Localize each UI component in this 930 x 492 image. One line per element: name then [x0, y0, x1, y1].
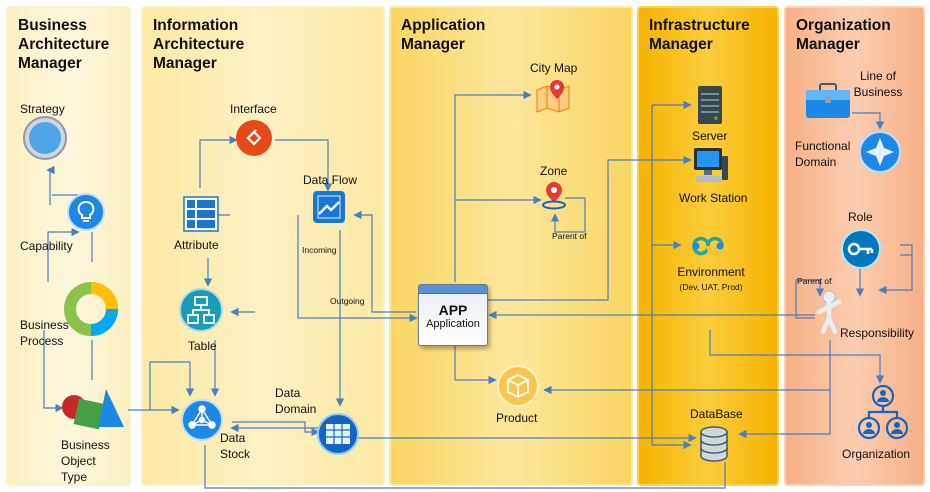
database-label: DataBase: [690, 407, 743, 421]
responsibility-figure-icon: [816, 290, 842, 334]
edge-process-bot: [43, 330, 64, 413]
edge-interface-dataflow: [275, 139, 333, 192]
edge-app-workstation: [485, 155, 692, 301]
datadomain-calendar-icon: [317, 413, 359, 455]
application-label: Application: [426, 318, 480, 330]
information-architecture-title: Information Architecture Manager: [153, 17, 245, 72]
edge-bot-table: [149, 361, 195, 410]
edge-dataflow-application: [297, 215, 418, 323]
edge-lob-functional: [852, 112, 885, 130]
environment-detail-label: (Dev, UAT, Prod): [679, 282, 743, 292]
data-flow-label: Data Flow: [303, 173, 358, 187]
datastock-network-icon: [181, 399, 223, 441]
lightbulb-icon: [67, 193, 105, 231]
edge-application-dataflow: [353, 210, 416, 313]
edge-process-capability: [47, 227, 80, 282]
outgoing-edge-label: Outgoing: [330, 296, 365, 306]
edge-org-database: [738, 395, 831, 439]
interface-label: Interface: [230, 102, 277, 116]
briefcase-icon: [806, 83, 850, 118]
data-domain-label: Data Domain: [275, 386, 317, 416]
edge-resp-parent: [795, 279, 825, 297]
app-badge-label: APP: [438, 302, 468, 318]
environment-label: Environment: [677, 265, 745, 279]
organization-title: Organization Manager: [796, 17, 891, 53]
work-station-label: Work Station: [679, 191, 748, 205]
information-architecture-lane: Information Architecture Manager: [141, 6, 385, 486]
city-map-icon: [536, 80, 570, 113]
compass-icon: [23, 116, 67, 160]
organization-chart-icon: [857, 384, 909, 440]
edge-to-database: [651, 105, 692, 450]
capability-label: Capability: [20, 239, 73, 253]
zone-parent-of-label: Parent of: [552, 231, 587, 241]
attribute-grid-icon: [183, 196, 219, 232]
application-title: Application Manager: [401, 17, 486, 53]
attribute-label: Attribute: [174, 238, 219, 252]
edge-zone-parent: [550, 197, 586, 233]
edge-app-product: [454, 345, 497, 385]
data-stock-label: Data Stock: [220, 431, 251, 461]
edge-resp-parent-b: [795, 290, 815, 319]
functional-domain-icon: [859, 131, 901, 173]
city-map-label: City Map: [530, 61, 578, 75]
line-of-business-label: Line of Business: [853, 69, 903, 99]
dataflow-icon: [313, 191, 345, 223]
application-box: APP Application: [418, 284, 488, 346]
database-icon: [700, 426, 728, 462]
table-label: Table: [188, 339, 217, 353]
edge-datastock-database: [204, 445, 726, 489]
product-box-icon: [497, 365, 539, 407]
incoming-edge-label: Incoming: [302, 245, 337, 255]
strategy-label: Strategy: [20, 102, 65, 116]
zone-pin-icon: [542, 182, 566, 210]
server-label: Server: [692, 129, 728, 143]
edge-app-citymap: [454, 90, 532, 282]
infrastructure-title: Infrastructure Manager: [649, 17, 750, 53]
business-object-shapes-icon: [62, 389, 124, 430]
role-label: Role: [848, 210, 873, 224]
business-architecture-title: Business Architecture Manager: [18, 17, 110, 72]
environment-infinity-icon: [692, 236, 724, 256]
interface-icon: [236, 120, 272, 156]
edge-datastock-datadomain: [232, 421, 320, 437]
responsibility-label: Responsibility: [840, 326, 915, 340]
process-cycle-icon: [64, 282, 118, 336]
zone-label: Zone: [540, 164, 568, 178]
responsibility-parent-of-label: Parent of: [797, 276, 832, 286]
edge-capability-strategy: [46, 165, 55, 205]
table-hierarchy-icon: [179, 288, 223, 332]
workstation-icon: [694, 148, 728, 182]
organization-label: Organization: [842, 447, 911, 461]
edge-attribute-interface: [199, 135, 238, 188]
server-icon: [698, 86, 722, 124]
product-label: Product: [496, 411, 538, 425]
business-object-type-label: Business Object Type: [61, 438, 110, 484]
application-lane: Application Manager: [389, 6, 633, 486]
business-process-label: Business Process: [20, 318, 69, 348]
edge-role-responsibility: [878, 244, 913, 295]
functional-domain-label: Functional Domain: [795, 139, 851, 169]
edge-to-organization: [709, 330, 885, 384]
role-key-icon: [841, 229, 881, 269]
